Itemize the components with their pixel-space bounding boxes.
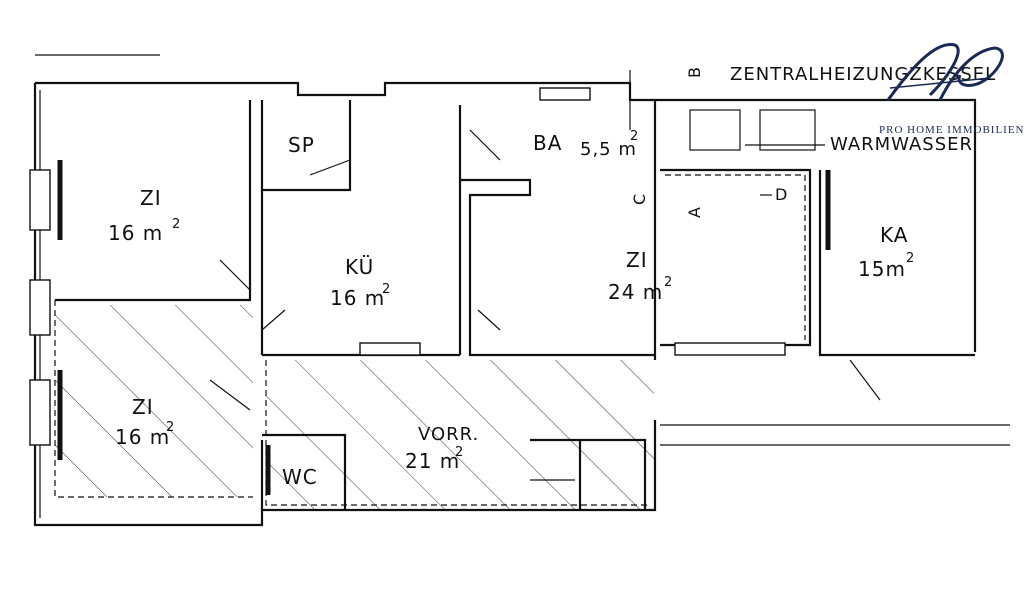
room-zi-bottom-left-sup: 2 xyxy=(166,420,175,435)
dashed-lines xyxy=(54,174,806,506)
room-ba-name: BA xyxy=(533,131,562,155)
room-zi-bottom-left-area: 16 m xyxy=(115,425,170,449)
room-zi-center-area: 24 m xyxy=(608,280,663,304)
hatched-areas xyxy=(55,305,654,510)
room-vorr-name: VORR. xyxy=(418,424,479,445)
room-labels: ZI 16 m 2 SP KÜ 16 m 2 BA 5,5 m 2 ZI 24 … xyxy=(108,129,915,489)
section-marker-b: B xyxy=(685,66,704,78)
annotations: ZENTRALHEIZUNGZKESSEL WARMWASSER B A C D xyxy=(629,64,996,218)
room-vorr-area: 21 m xyxy=(405,449,460,473)
section-marker-c: C xyxy=(630,193,649,205)
room-zi-center-sup: 2 xyxy=(664,275,673,290)
room-ka-sup: 2 xyxy=(906,251,915,266)
pro-home-immobilien-logo: PRO HOME IMMOBILIEN xyxy=(879,43,1024,136)
room-ka-name: KA xyxy=(880,223,908,247)
room-zi-center-name: ZI xyxy=(626,248,648,272)
label-zentralheizung: ZENTRALHEIZUNGZKESSEL xyxy=(730,64,996,85)
label-warmwasser: WARMWASSER xyxy=(830,134,973,155)
windows xyxy=(29,87,831,495)
doors xyxy=(209,109,881,411)
section-marker-d: D xyxy=(775,185,788,204)
room-zi-top-left-name: ZI xyxy=(140,186,162,210)
room-wc-name: WC xyxy=(282,465,318,489)
room-zi-top-left-sup: 2 xyxy=(172,217,181,232)
room-ku-name: KÜ xyxy=(345,255,374,279)
interior-walls xyxy=(55,100,975,510)
room-zi-bottom-left-name: ZI xyxy=(132,395,154,419)
room-ka-area: 15m xyxy=(858,257,906,281)
room-sp-name: SP xyxy=(288,133,315,157)
room-ku-area: 16 m xyxy=(330,286,385,310)
room-vorr-sup: 2 xyxy=(455,445,464,460)
room-ba-area: 5,5 m xyxy=(580,139,637,160)
room-ku-sup: 2 xyxy=(382,282,391,297)
room-ba-sup: 2 xyxy=(630,129,639,144)
section-marker-a: A xyxy=(685,206,704,218)
logo-text: PRO HOME IMMOBILIEN xyxy=(879,124,1024,136)
room-zi-top-left-area: 16 m xyxy=(108,221,163,245)
